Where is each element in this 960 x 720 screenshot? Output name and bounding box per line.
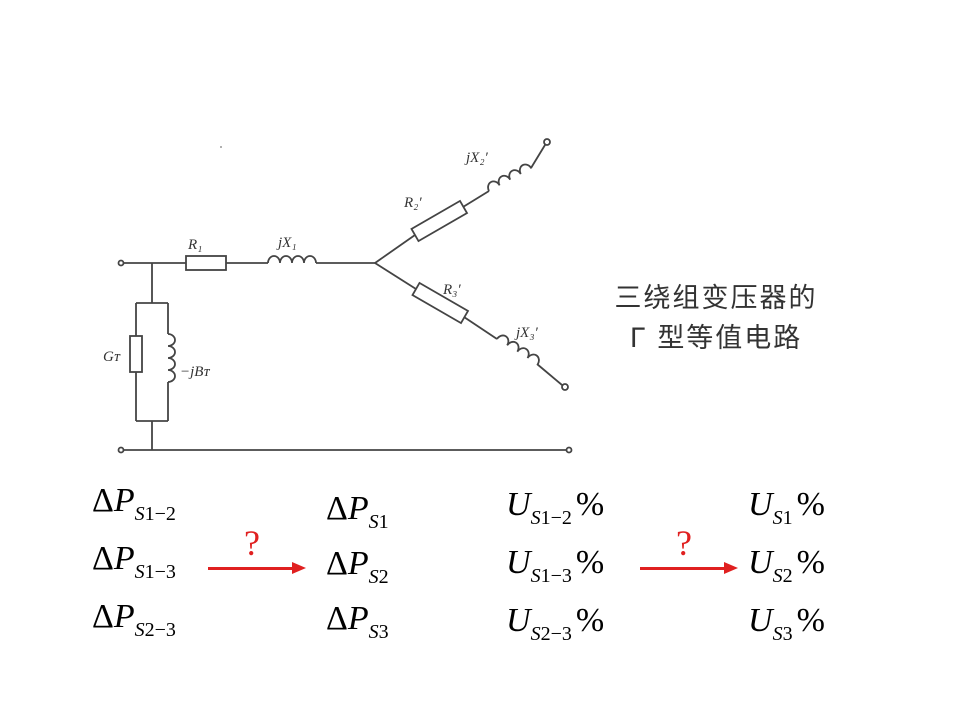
- wire-branch3-b: [463, 316, 498, 340]
- arrow-1: [208, 562, 306, 574]
- eq-u-s1: US1%: [748, 486, 825, 529]
- transformer-equivalent-circuit: R₁ jX₁ R₂′ jX₂′ R₃′ jX₃′ Gᴛ −jBᴛ: [103, 138, 573, 454]
- wire-branch3-a: [374, 262, 417, 290]
- arrow-2: [640, 562, 738, 574]
- inductor-x1: [267, 255, 317, 264]
- eq-delta-p-s13: ΔPS1−3: [92, 540, 176, 583]
- label-r1: R₁: [187, 237, 202, 253]
- label-r3: R₃′: [442, 282, 461, 298]
- terminal-winding2: [543, 138, 551, 146]
- terminal-left-top: [117, 259, 125, 267]
- wire-branch3-c: [536, 363, 563, 386]
- eq-u-s12: US1−2%: [506, 486, 605, 529]
- label-bt: −jBᴛ: [180, 364, 210, 380]
- terminal-left-bottom: [117, 446, 125, 454]
- conductance-gt: [129, 335, 143, 373]
- eq-u-s23: US2−3%: [506, 602, 605, 645]
- eq-u-s2: US2%: [748, 544, 825, 587]
- inductor-bt: [167, 333, 176, 383]
- eq-delta-p-s2: ΔPS2: [326, 545, 389, 588]
- question-mark-1: ?: [244, 523, 260, 563]
- speck: [220, 146, 222, 148]
- eq-u-s3: US3%: [748, 602, 825, 645]
- label-jx3: jX₃′: [514, 325, 539, 341]
- eq-delta-p-s12: ΔPS1−2: [92, 482, 176, 525]
- wire-branch2-b: [462, 190, 490, 208]
- terminal-winding3: [561, 383, 569, 391]
- caption-line-2: Γ 型等值电路: [629, 323, 803, 354]
- question-mark-2: ?: [676, 523, 692, 563]
- label-jx2: jX₂′: [464, 150, 489, 166]
- label-jx1: jX₁: [276, 235, 297, 251]
- eq-delta-p-s3: ΔPS3: [326, 600, 389, 643]
- label-r2: R₂′: [403, 195, 422, 211]
- inductor-x2: [487, 163, 533, 192]
- label-gt: Gᴛ: [103, 349, 121, 365]
- eq-delta-p-s23: ΔPS2−3: [92, 598, 176, 641]
- inductor-x3: [496, 334, 540, 365]
- eq-delta-p-s1: ΔPS1: [326, 490, 389, 533]
- wire-branch2-a: [374, 234, 416, 264]
- caption-line-1: 三绕组变压器的: [614, 283, 818, 314]
- resistor-r1: [185, 255, 227, 271]
- terminal-bottom-right: [565, 446, 573, 454]
- eq-u-s13: US1−3%: [506, 544, 605, 587]
- wire-branch2-c: [530, 144, 546, 169]
